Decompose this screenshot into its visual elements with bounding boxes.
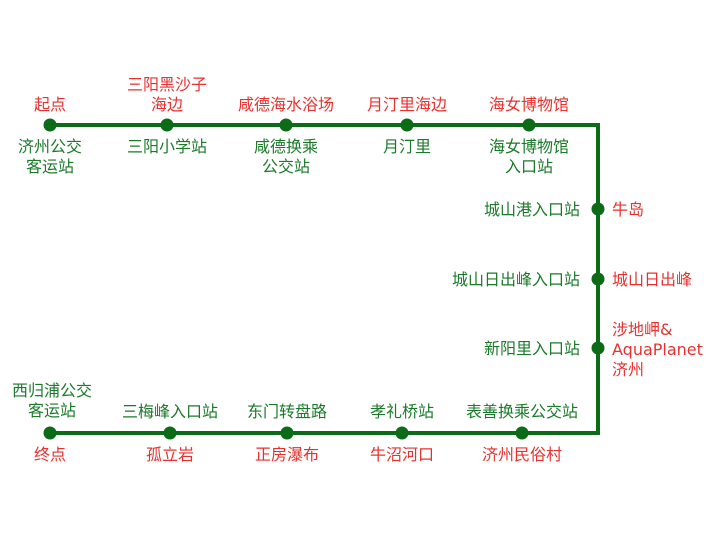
station-label-right-2: 城山日出峰入口站 [451, 270, 580, 289]
station-label-right-3: 新阳里入口站 [483, 339, 580, 358]
station-dot-top-1 [43, 118, 57, 132]
station-dots [43, 118, 605, 440]
poi-label-right-3: 涉地岬& AquaPlanet 济州 [612, 320, 703, 379]
station-label-bottom-3: 东门转盘路 [246, 402, 328, 421]
poi-label-top-4: 月汀里海边 [366, 95, 448, 114]
station-dot-right-3 [591, 341, 605, 355]
station-label-bottom-5: 表善换乘公交站 [465, 402, 579, 421]
station-label-top-1: 济州公交 客运站 [17, 137, 83, 176]
poi-label-bottom-2: 孤立岩 [145, 445, 195, 464]
poi-label-bottom-5: 济州民俗村 [481, 445, 563, 464]
station-dot-bottom-2 [163, 426, 177, 440]
station-dot-top-4 [400, 118, 414, 132]
poi-label-top-2: 三阳黑沙子 海边 [126, 75, 208, 114]
station-dot-right-1 [591, 202, 605, 216]
station-dot-top-2 [160, 118, 174, 132]
poi-label-bottom-1: 终点 [33, 445, 67, 464]
station-dot-bottom-3 [280, 426, 294, 440]
poi-label-top-5: 海女博物馆 [488, 95, 570, 114]
station-label-top-4: 月汀里 [382, 137, 432, 156]
poi-label-top-3: 咸德海水浴场 [237, 95, 335, 114]
station-label-bottom-2: 三梅峰入口站 [121, 402, 219, 421]
poi-label-bottom-3: 正房瀑布 [254, 445, 320, 464]
poi-label-bottom-4: 牛沼河口 [369, 445, 435, 464]
station-label-bottom-4: 孝礼桥站 [369, 402, 435, 421]
station-dot-bottom-5 [515, 426, 529, 440]
station-dot-bottom-4 [395, 426, 409, 440]
poi-label-right-1: 牛岛 [612, 200, 645, 219]
station-dot-right-2 [591, 272, 605, 286]
station-dot-bottom-1 [43, 426, 57, 440]
station-label-top-2: 三阳小学站 [126, 137, 208, 156]
poi-label-right-2: 城山日出峰 [612, 270, 693, 289]
station-dot-top-5 [522, 118, 536, 132]
poi-label-top-1: 起点 [33, 95, 67, 114]
station-label-right-1: 城山港入口站 [483, 200, 580, 219]
station-dot-top-3 [279, 118, 293, 132]
station-label-top-3: 咸德换乘 公交站 [253, 137, 319, 176]
station-label-bottom-1: 西归浦公交 客运站 [11, 381, 93, 420]
station-label-top-5: 海女博物馆 入口站 [488, 137, 570, 176]
